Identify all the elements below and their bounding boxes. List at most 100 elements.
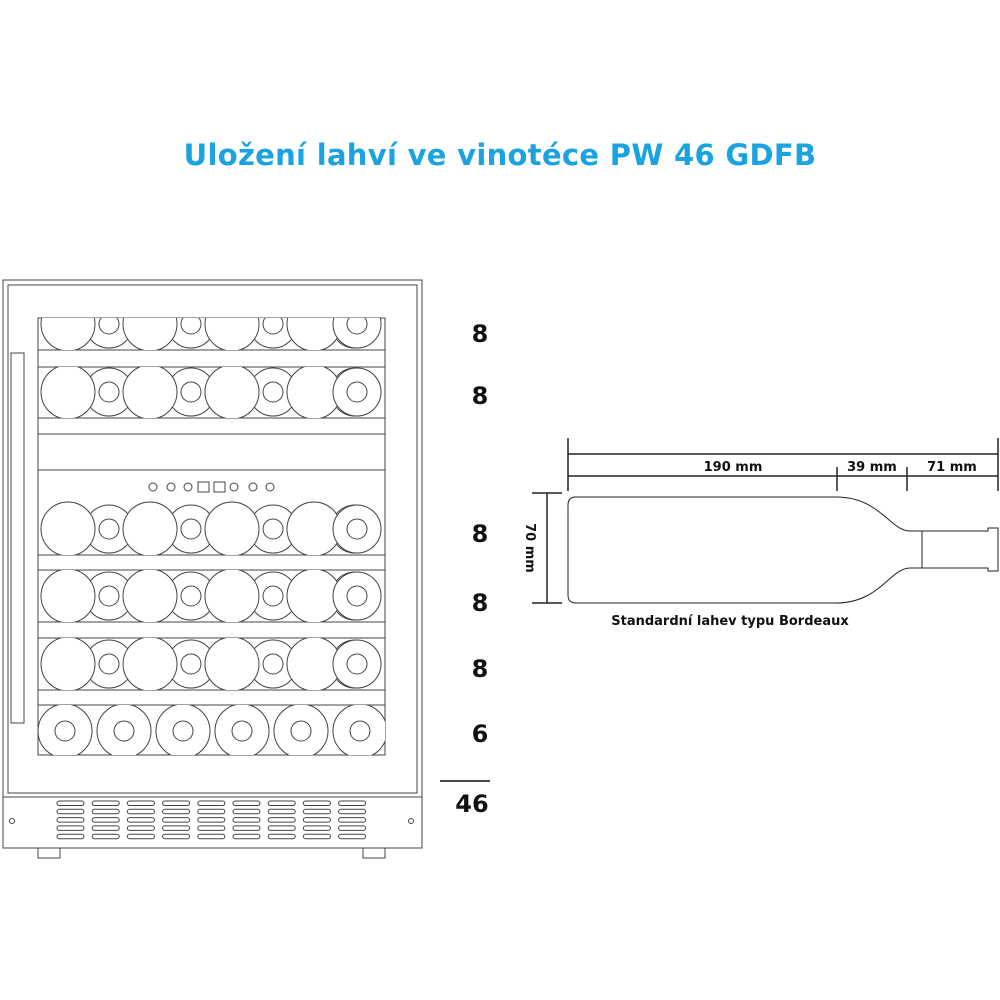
- vent-slot: [56, 800, 85, 806]
- vent-slot: [338, 833, 367, 840]
- screw-left: [9, 818, 15, 824]
- bottle-row: [40, 570, 382, 622]
- vent-slot: [302, 808, 331, 815]
- shoulder-length-label: 39 mm: [847, 460, 897, 475]
- bottle-cap: [98, 381, 120, 403]
- screw-right: [408, 818, 414, 824]
- display-upper-zone: [197, 481, 210, 493]
- vent-slot: [56, 808, 85, 815]
- bottle-cap: [262, 653, 284, 675]
- shelf-count: 8: [472, 655, 489, 683]
- vent-slot: [267, 817, 296, 823]
- bottle-base: [122, 318, 178, 350]
- set-button[interactable]: [265, 482, 275, 492]
- bottle-cap: [262, 585, 284, 607]
- vent-slot: [338, 808, 367, 815]
- bottle-neck-end: [96, 705, 152, 755]
- bottle-base: [204, 501, 260, 555]
- vent-slot: [232, 808, 261, 815]
- vent-slot: [302, 800, 331, 806]
- minus-button[interactable]: [248, 482, 258, 492]
- total-count: 46: [455, 790, 488, 818]
- vent-slot: [267, 833, 296, 840]
- bottle-neck-end: [38, 705, 93, 755]
- bottle-cap: [98, 518, 120, 540]
- bottle-cap: [172, 720, 194, 742]
- vent-slot: [91, 825, 120, 831]
- zone-button[interactable]: [183, 482, 193, 492]
- shelf-count: 6: [472, 720, 489, 748]
- vent-slot: [197, 833, 226, 840]
- vent-slot: [302, 833, 331, 840]
- shelf-count: 8: [472, 320, 489, 348]
- bottle-outline: [567, 496, 923, 604]
- bottle-neck-end: [214, 705, 270, 755]
- vent-slot: [91, 817, 120, 823]
- bottle-neck-end: [155, 705, 211, 755]
- vent-slot: [162, 800, 191, 806]
- bottle-cap: [180, 518, 202, 540]
- bottle-cap: [98, 585, 120, 607]
- bottle-row: [40, 367, 382, 418]
- bottle-base: [40, 501, 96, 555]
- power-button[interactable]: [148, 482, 158, 492]
- bottle-cap: [349, 720, 371, 742]
- vent-slot: [232, 800, 261, 806]
- vent-slot: [162, 833, 191, 840]
- bottle-base: [40, 570, 96, 622]
- light-button[interactable]: [166, 482, 176, 492]
- bottle-cap: [98, 318, 120, 335]
- bottle-caption: Standardní lahev typu Bordeaux: [611, 614, 849, 629]
- wine-cooler-drawing: [2, 279, 423, 859]
- bottle-cap: [180, 585, 202, 607]
- bottle-cap: [98, 653, 120, 675]
- vent-slot: [267, 808, 296, 815]
- bottle-cap: [180, 381, 202, 403]
- bottle-base: [40, 367, 96, 418]
- vent-slot: [126, 800, 155, 806]
- vent-slot: [56, 817, 85, 823]
- bottle-base: [122, 367, 178, 418]
- shelf-count: 8: [472, 520, 489, 548]
- vent-slot: [338, 817, 367, 823]
- vent-slot: [162, 825, 191, 831]
- vent-slot: [91, 833, 120, 840]
- bottle-cap: [262, 518, 284, 540]
- bottle-cap: [180, 653, 202, 675]
- door-handle: [10, 352, 25, 724]
- bottle-cap: [231, 720, 253, 742]
- bottle-cap: [262, 318, 284, 335]
- vent-slot: [126, 833, 155, 840]
- plus-button[interactable]: [229, 482, 239, 492]
- vent-slot: [302, 825, 331, 831]
- vent-slot: [162, 817, 191, 823]
- bottle-neck-end: [273, 705, 329, 755]
- bottle-row: [40, 501, 382, 555]
- vent-slot: [267, 825, 296, 831]
- bottle-base: [40, 318, 96, 350]
- page-title: Uložení lahví ve vinotéce PW 46 GDFB: [183, 138, 817, 172]
- bottle-cap: [262, 381, 284, 403]
- vent-slot: [197, 817, 226, 823]
- vent-slot: [126, 825, 155, 831]
- vent-slot: [338, 825, 367, 831]
- shelf-count: 8: [472, 382, 489, 410]
- bottle-base: [122, 501, 178, 555]
- body-length-label: 190 mm: [704, 460, 763, 475]
- bottle-row: [40, 638, 382, 690]
- foot-right: [362, 847, 386, 859]
- vent-slot: [56, 825, 85, 831]
- bottle-base: [204, 570, 260, 622]
- vent-slot: [267, 800, 296, 806]
- vent-slot: [91, 808, 120, 815]
- diameter-label: 70 mm: [522, 523, 537, 573]
- bottle-cap: [180, 318, 202, 335]
- vent-slot: [56, 833, 85, 840]
- shelf-count: 8: [472, 589, 489, 617]
- bottle-base: [122, 570, 178, 622]
- vent-slot: [232, 825, 261, 831]
- control-panel[interactable]: [148, 481, 275, 493]
- vent-grille: [56, 800, 367, 840]
- vent-slot: [302, 817, 331, 823]
